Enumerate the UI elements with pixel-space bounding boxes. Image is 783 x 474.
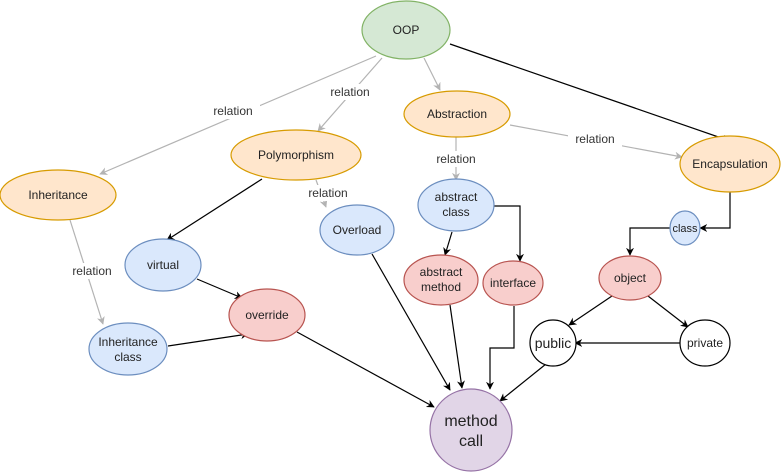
node-overload[interactable]: Overload: [319, 204, 395, 256]
edge-inheritance-class-override: [167, 331, 249, 347]
edge-object-public: [568, 295, 613, 326]
node-abstraction-label: Abstraction: [427, 107, 487, 121]
node-inheritance-class-label-line2: class: [114, 350, 141, 364]
edge-override-method-call: [296, 331, 435, 408]
edge-label-abstraction-abstract-class: relation: [436, 152, 475, 166]
edge-abstract-class-interface: [494, 205, 524, 262]
edges: [69, 43, 731, 408]
edge-label-polymorphism-overload: relation: [308, 186, 347, 200]
edge-public-method-call: [499, 363, 547, 402]
edge-oop-abstraction: [423, 57, 441, 91]
node-private-label: private: [687, 336, 723, 350]
node-virtual[interactable]: virtual: [124, 238, 202, 292]
edge-labels: relation relation relation relation rela…: [65, 84, 622, 279]
node-object[interactable]: object: [598, 255, 662, 301]
edge-label-oop-inheritance: relation: [213, 104, 252, 118]
node-class-label: class: [672, 223, 698, 235]
edge-label-abstraction-encapsulation: relation: [575, 132, 614, 146]
node-encapsulation-label: Encapsulation: [692, 157, 767, 171]
node-inheritance-class[interactable]: Inheritance class: [88, 322, 168, 376]
edge-polymorphism-virtual: [166, 178, 263, 241]
node-abstract-class-label-line2: class: [442, 205, 469, 219]
edge-abstract-method-method-call: [449, 304, 465, 389]
node-polymorphism[interactable]: Polymorphism: [230, 129, 362, 181]
edge-virtual-override: [196, 278, 243, 299]
node-inheritance-class-label-line1: Inheritance: [98, 335, 158, 349]
node-private[interactable]: private: [679, 319, 731, 367]
node-object-label: object: [614, 271, 647, 285]
node-abstract-class-label-line1: abstract: [435, 190, 478, 204]
node-abstraction[interactable]: Abstraction: [403, 90, 511, 138]
node-oop-label: OOP: [393, 23, 420, 37]
node-interface-label: interface: [490, 276, 536, 290]
edge-abstract-class-abstract-method: [443, 231, 453, 256]
node-public[interactable]: public: [529, 319, 577, 367]
node-overload-label: Overload: [333, 223, 382, 237]
node-abstract-method-label-line1: abstract: [420, 265, 463, 279]
node-abstract-method-label-line2: method: [421, 280, 461, 294]
node-override[interactable]: override: [228, 288, 306, 342]
node-oop[interactable]: OOP: [361, 0, 451, 60]
edge-object-private: [647, 295, 689, 328]
edge-oop-encapsulation: [449, 43, 731, 143]
node-virtual-label: virtual: [147, 258, 179, 272]
node-method-call-label-line2: call: [459, 433, 483, 450]
node-override-label: override: [245, 308, 289, 322]
node-method-call-label-line1: method: [444, 413, 497, 430]
edge-class-object: [626, 227, 670, 256]
edge-label-oop-polymorphism: relation: [330, 85, 369, 99]
node-inheritance[interactable]: Inheritance: [0, 169, 117, 221]
node-inheritance-label: Inheritance: [28, 188, 88, 202]
edge-overload-method-call: [371, 253, 451, 391]
node-abstract-method[interactable]: abstract method: [403, 254, 479, 306]
node-public-label: public: [535, 335, 572, 351]
edge-label-inheritance-inheritance-class: relation: [72, 264, 111, 278]
node-polymorphism-label: Polymorphism: [258, 148, 334, 162]
node-method-call[interactable]: method call: [429, 388, 513, 472]
node-class[interactable]: class: [669, 210, 701, 246]
edge-encapsulation-class: [699, 192, 731, 232]
node-interface[interactable]: interface: [482, 260, 544, 306]
edge-interface-method-call: [486, 306, 515, 390]
node-abstract-class[interactable]: abstract class: [417, 178, 495, 232]
node-encapsulation[interactable]: Encapsulation: [679, 135, 781, 193]
